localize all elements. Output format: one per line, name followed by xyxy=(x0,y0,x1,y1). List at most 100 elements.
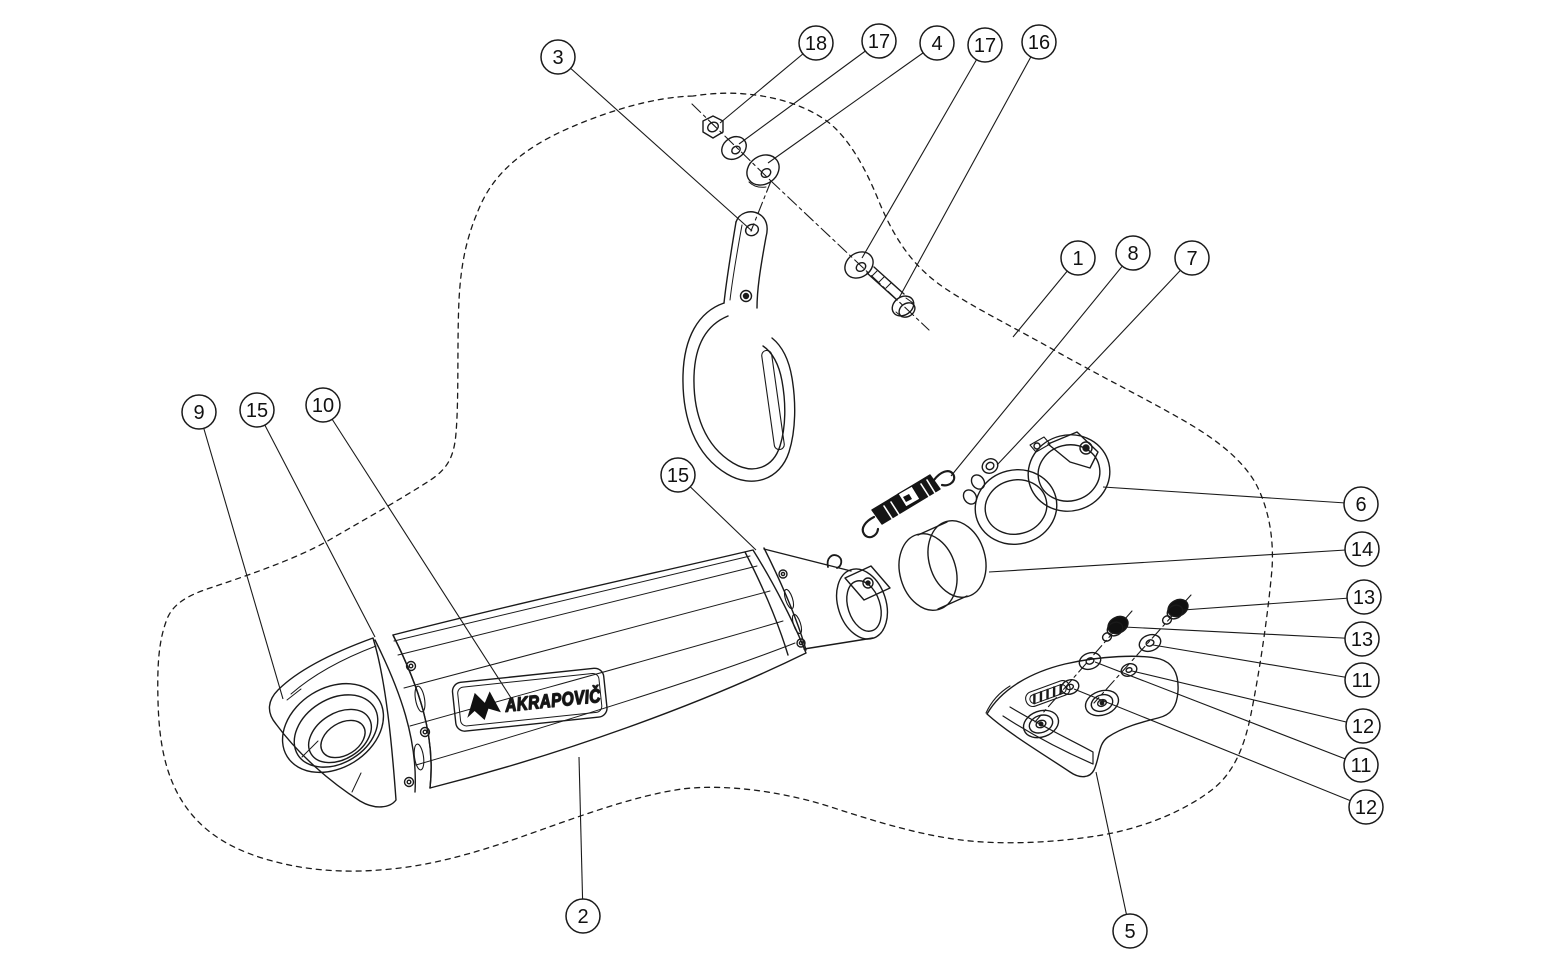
callout-number: 16 xyxy=(1028,32,1050,54)
callout-number: 12 xyxy=(1352,716,1374,738)
callout-balloon xyxy=(181,394,217,430)
callout-17: 17 xyxy=(861,27,1003,259)
callout-6: 6 xyxy=(1102,486,1379,522)
callout-13: 13 xyxy=(1123,621,1380,657)
callout-balloon xyxy=(1348,789,1384,825)
leader-line xyxy=(1123,626,1363,640)
callout-15: 15 xyxy=(239,392,376,638)
callout-number: 8 xyxy=(1127,243,1138,265)
band-rivet xyxy=(778,569,806,648)
callout-balloon xyxy=(1343,486,1379,522)
callout-5: 5 xyxy=(1095,771,1148,949)
leader-line xyxy=(988,548,1363,573)
callout-number: 15 xyxy=(246,400,268,422)
callout-number: 10 xyxy=(312,395,334,417)
leader-line xyxy=(1131,670,1364,727)
leader-line xyxy=(1094,661,1362,766)
callout-18: 18 xyxy=(719,25,834,124)
leader-line xyxy=(996,257,1193,466)
leader-line xyxy=(578,756,584,917)
clamp-right xyxy=(1027,431,1111,512)
clamp-bolt xyxy=(962,458,999,505)
callout-balloon xyxy=(1343,747,1379,783)
badge-text: AKRAPOVIČ xyxy=(503,685,602,717)
clamp-left xyxy=(962,458,1058,545)
exhaust-tip xyxy=(281,682,385,774)
heat-shield xyxy=(985,655,1179,778)
callout-balloon xyxy=(1174,240,1210,276)
callout-balloon xyxy=(919,25,955,61)
callout-16: 16 xyxy=(898,24,1057,299)
callout-balloon xyxy=(1344,662,1380,698)
callout-11: 11 xyxy=(1094,661,1379,783)
callout-number: 6 xyxy=(1355,494,1366,516)
shield-grommet-1 xyxy=(1120,663,1138,677)
hanger-bracket xyxy=(682,211,796,482)
leader-line xyxy=(950,252,1134,477)
tension-spring xyxy=(861,470,956,539)
callout-8: 8 xyxy=(950,235,1151,477)
callout-number: 13 xyxy=(1351,629,1373,651)
callout-number: 4 xyxy=(931,33,942,55)
bracket-hole xyxy=(739,289,753,303)
leader-line xyxy=(1152,644,1363,681)
leader-line xyxy=(738,40,880,145)
callout-balloon xyxy=(967,27,1003,63)
callout-number: 11 xyxy=(1352,670,1373,692)
muffler-end-cap xyxy=(268,637,397,808)
callout-number: 17 xyxy=(868,31,890,53)
callout-balloon xyxy=(660,457,696,493)
callout-number: 13 xyxy=(1353,587,1375,609)
callout-15: 15 xyxy=(660,457,757,551)
callout-7: 7 xyxy=(996,240,1210,466)
callout-number: 1 xyxy=(1072,248,1083,270)
rubber-washer xyxy=(746,154,780,188)
callout-3: 3 xyxy=(540,39,753,232)
callout-balloon xyxy=(305,387,341,423)
callout-balloon xyxy=(1112,913,1148,949)
callout-balloon xyxy=(1021,24,1057,60)
callout-number: 18 xyxy=(805,33,827,55)
callout-number: 3 xyxy=(552,47,563,69)
callout-10: 10 xyxy=(305,387,514,702)
shield-washer-1 xyxy=(1138,633,1162,653)
muffler-assembly: AKRAPOVIČ xyxy=(268,547,891,808)
akrapovic-logo-icon xyxy=(467,691,501,721)
leader-line xyxy=(1182,596,1365,611)
muffler-inlet-pipe xyxy=(763,548,889,650)
shield-grommet-installed xyxy=(1060,679,1080,695)
callout-14: 14 xyxy=(988,531,1380,573)
mount-nut xyxy=(702,115,724,139)
leader-line xyxy=(1095,771,1131,932)
callout-balloon xyxy=(540,39,576,75)
shield-screw-2 xyxy=(1101,615,1129,642)
band-slot xyxy=(783,588,803,635)
washer-small-lower xyxy=(844,251,874,279)
washer-small-upper xyxy=(721,135,747,161)
callout-balloon xyxy=(239,392,275,428)
rear-sleeve-band xyxy=(744,547,807,656)
hanger-tab xyxy=(844,565,891,601)
clamp-bracket xyxy=(1029,431,1099,469)
leader-line xyxy=(1102,486,1362,505)
callout-11: 11 xyxy=(1152,644,1380,698)
callout-balloon xyxy=(1346,579,1382,615)
leader-line xyxy=(1073,688,1367,808)
leader-line xyxy=(322,404,514,702)
callout-number: 9 xyxy=(193,402,204,424)
callout-balloon xyxy=(1060,240,1096,276)
leader-line xyxy=(677,474,757,551)
callout-9: 9 xyxy=(181,394,284,700)
bracket-slot xyxy=(761,349,785,451)
bike-silhouette-dashed-outline xyxy=(157,92,1274,872)
callout-number: 5 xyxy=(1124,921,1135,943)
callout-balloon xyxy=(1345,708,1381,744)
callout-number: 2 xyxy=(577,906,588,928)
callout-number: 7 xyxy=(1186,248,1197,270)
callout-1: 1 xyxy=(1012,240,1096,338)
callout-balloon xyxy=(798,25,834,61)
leader-line xyxy=(256,409,376,638)
shield-washer-2 xyxy=(1078,651,1102,671)
callout-13: 13 xyxy=(1182,579,1382,615)
